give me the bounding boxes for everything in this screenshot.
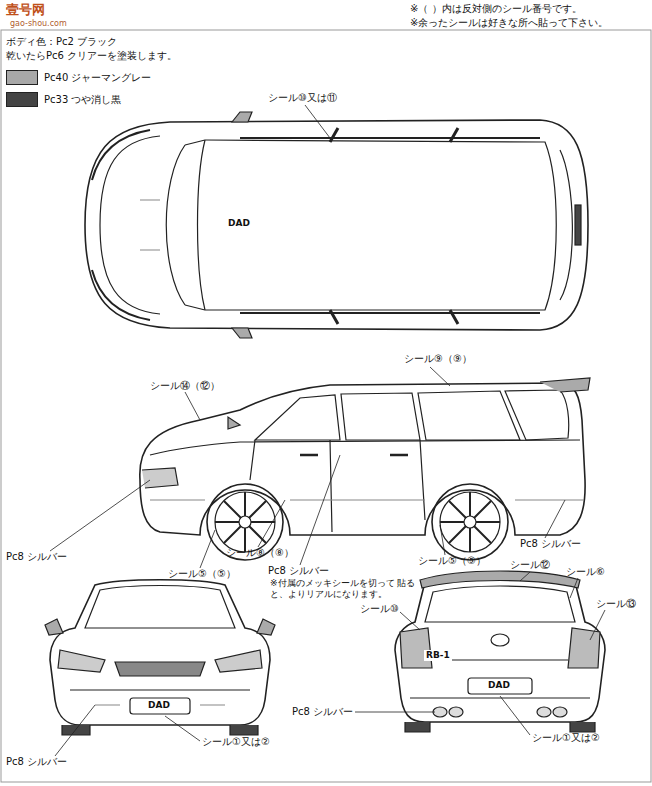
rear-view (395, 571, 605, 732)
callout-label: シール①又は② (202, 736, 270, 749)
callout-label: Pc8 シルバー (6, 551, 67, 564)
callout-label: Pc8 シルバー (268, 565, 329, 578)
watermark: 壹号网 (6, 2, 45, 18)
callout-label: RB-1 (424, 650, 452, 661)
callout-label: シール①又は② (532, 732, 600, 745)
callout-label: ボディ色：Pc2 ブラック (6, 36, 117, 49)
front-view (45, 580, 275, 735)
callout-label: シール⑨（⑨） (404, 353, 472, 366)
legend-row: Pc33 つや消し黒 (6, 92, 121, 107)
top-view (85, 112, 588, 338)
callout-label: Pc8 シルバー (6, 756, 67, 769)
callout-label: シール⑩ (360, 603, 399, 616)
callout-label: シール⑩又は⑪ (268, 92, 337, 105)
callout-label: シール⑥ (566, 566, 605, 579)
callout-label: ※（ ）内は反対側のシール番号です。 (410, 3, 582, 16)
callout-label: ※付属のメッキシールを切って 貼ると、よりリアルになります。 (270, 578, 420, 601)
callout-label: ※余ったシールは好きな所へ貼って下さい。 (410, 17, 608, 30)
legend-text: Pc33 つや消し黒 (44, 93, 121, 107)
callout-label: シール⑬ (596, 598, 636, 611)
watermark: gao-shou.com (10, 19, 67, 29)
color-swatch (6, 70, 38, 85)
legend-row: Pc40 ジャーマングレー (6, 70, 151, 85)
side-view (140, 378, 590, 560)
callout-label: Pc8 シルバー (292, 706, 353, 719)
callout-label: シール⑭（⑫） (150, 380, 220, 393)
color-swatch (6, 92, 38, 107)
callout-label: DAD (486, 680, 512, 691)
leader-lines (50, 105, 605, 756)
callout-label: Pc8 シルバー (520, 538, 581, 551)
callout-label: シール⑤（⑤） (168, 568, 236, 581)
callout-label: DAD (226, 218, 252, 229)
callout-label: シール⑤（⑤） (418, 555, 486, 568)
legend-text: Pc40 ジャーマングレー (44, 71, 151, 85)
callout-label: 乾いたらPc6 クリアーを塗装します。 (6, 50, 177, 63)
callout-label: シール⑫ (510, 559, 550, 572)
callout-label: DAD (146, 700, 172, 711)
callout-label: シール⑧（⑧） (226, 547, 294, 560)
